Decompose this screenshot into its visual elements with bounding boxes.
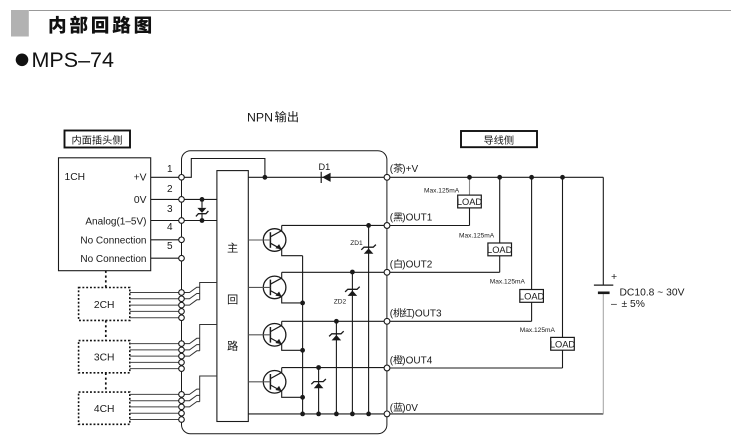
svg-text:(: ( xyxy=(390,164,394,175)
svg-text:5: 5 xyxy=(167,241,173,252)
svg-text:Max.125mA: Max.125mA xyxy=(520,327,556,334)
svg-text:D1: D1 xyxy=(319,162,331,172)
svg-text:1: 1 xyxy=(167,164,173,175)
svg-text:MPS–74: MPS–74 xyxy=(32,48,115,72)
svg-text:ZD2: ZD2 xyxy=(334,298,347,305)
svg-text:)OUT2: )OUT2 xyxy=(402,259,432,270)
svg-text:DC10.8 ~ 30V: DC10.8 ~ 30V xyxy=(620,287,685,298)
svg-text:ZD1: ZD1 xyxy=(350,240,363,247)
svg-text:(: ( xyxy=(390,259,394,270)
svg-text:(: ( xyxy=(390,309,394,320)
svg-text:2CH: 2CH xyxy=(94,300,115,311)
svg-text:LOAD: LOAD xyxy=(519,292,545,302)
svg-text:)OUT3: )OUT3 xyxy=(412,309,442,320)
svg-text:0V: 0V xyxy=(134,195,147,206)
svg-text:Max.125mA: Max.125mA xyxy=(459,232,495,239)
svg-text:No Connection: No Connection xyxy=(80,235,146,246)
svg-text:2: 2 xyxy=(167,184,173,195)
svg-text:(: ( xyxy=(390,213,394,224)
svg-text:Analog(1–5V): Analog(1–5V) xyxy=(85,216,146,227)
svg-text:LOAD: LOAD xyxy=(457,197,483,207)
svg-text:)OUT1: )OUT1 xyxy=(402,213,432,224)
svg-text:Max.125mA: Max.125mA xyxy=(490,278,526,285)
svg-text:4CH: 4CH xyxy=(94,404,115,415)
svg-text:(: ( xyxy=(390,356,394,367)
svg-text:+V: +V xyxy=(134,173,147,184)
svg-text:Max.125mA: Max.125mA xyxy=(424,187,460,194)
svg-text:4: 4 xyxy=(167,222,173,233)
svg-text:)0V: )0V xyxy=(402,403,418,414)
svg-text:± 5%: ± 5% xyxy=(622,299,645,310)
svg-text:3: 3 xyxy=(167,204,173,215)
svg-text:LOAD: LOAD xyxy=(487,245,513,255)
svg-text:NPN: NPN xyxy=(247,110,273,124)
svg-text:(: ( xyxy=(390,403,394,414)
svg-text:)OUT4: )OUT4 xyxy=(402,356,432,367)
svg-text:1CH: 1CH xyxy=(65,172,86,183)
svg-text:No Connection: No Connection xyxy=(80,254,146,265)
svg-text:–: – xyxy=(611,298,617,310)
svg-text:+: + xyxy=(611,271,617,283)
svg-text:LOAD: LOAD xyxy=(550,339,576,349)
svg-text:3CH: 3CH xyxy=(94,353,115,364)
svg-text:)+V: )+V xyxy=(402,164,418,175)
